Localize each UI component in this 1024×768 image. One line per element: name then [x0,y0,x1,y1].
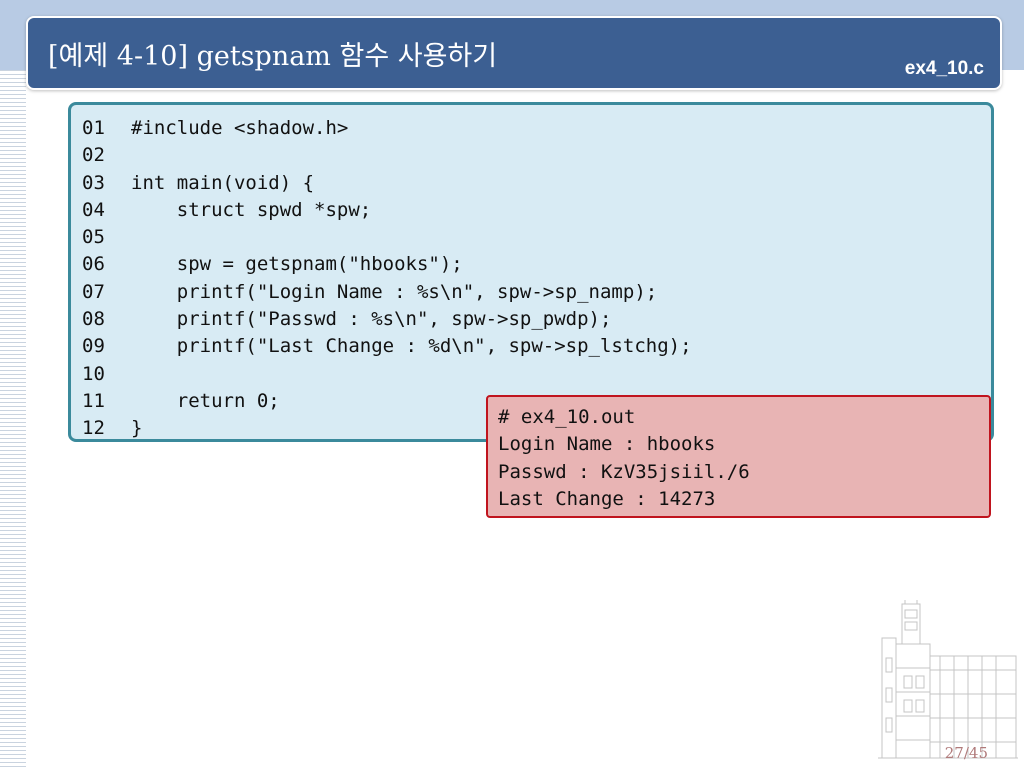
code-text: #include <shadow.h> [131,117,349,139]
line-number: 08 [82,308,105,331]
code-line: 12} [82,415,692,442]
building-illustration-icon [878,600,1018,759]
code-line: 06 spw = getspnam("hbooks"); [82,251,692,278]
code-text: spw = getspnam("hbooks"); [131,253,463,276]
code-text: int main(void) { [131,171,315,194]
code-line: 04 struct spwd *spw; [82,197,692,224]
file-name: ex4_10.c [904,58,984,79]
code-line: 09 printf("Last Change : %d\n", spw->sp_… [82,333,692,360]
line-number: 05 [82,226,105,249]
code-line: 05 [82,224,692,251]
code-line: 11 return 0; [82,388,692,415]
line-number: 07 [82,280,105,303]
slide-title: [예제 4-10] getspnam 함수 사용하기 [48,41,498,72]
line-number: 06 [82,253,105,276]
code-text: struct spwd *spw; [131,198,372,221]
line-number: 09 [82,335,105,358]
code-listing: 01 #include <shadow.h> 02 03 int main(void) … [68,102,994,442]
code-line: 08 printf("Passwd : %s\n", spw->sp_pwdp)… [82,306,692,333]
code-text: printf("Last Change : %d\n", spw->sp_lst… [131,335,692,358]
output-line: Last Change : 14273 [498,487,716,510]
code-lines: 01 #include <shadow.h> 02 03 int main(void) … [82,115,692,443]
code-line: 10 [82,361,692,388]
side-stripe-decoration [0,70,26,768]
code-line: 07 printf("Login Name : %s\n", spw->sp_n… [82,279,692,306]
code-line: 01 #include <shadow.h> [82,115,692,142]
line-number: 12 [82,417,105,440]
line-number: 10 [82,362,105,385]
code-text: return 0; [131,389,280,412]
code-line: 02 [82,142,692,169]
page-number: 27/45 [944,744,988,762]
title-bar: [예제 4-10] getspnam 함수 사용하기 ex4_10.c [26,16,1002,90]
line-number: 01 [82,117,105,139]
line-number: 03 [82,171,105,194]
line-number: 04 [82,198,105,221]
line-number: 11 [82,389,105,412]
output-line: Login Name : hbooks [498,433,716,456]
code-text: printf("Passwd : %s\n", spw->sp_pwdp); [131,308,612,331]
code-text: printf("Login Name : %s\n", spw->sp_namp… [131,280,658,303]
line-number: 02 [82,144,105,167]
output-line: # ex4_10.out [498,406,636,428]
code-text: } [131,417,143,440]
output-line: Passwd : KzV35jsiil./6 [498,460,750,483]
code-line: 03 int main(void) { [82,170,692,197]
